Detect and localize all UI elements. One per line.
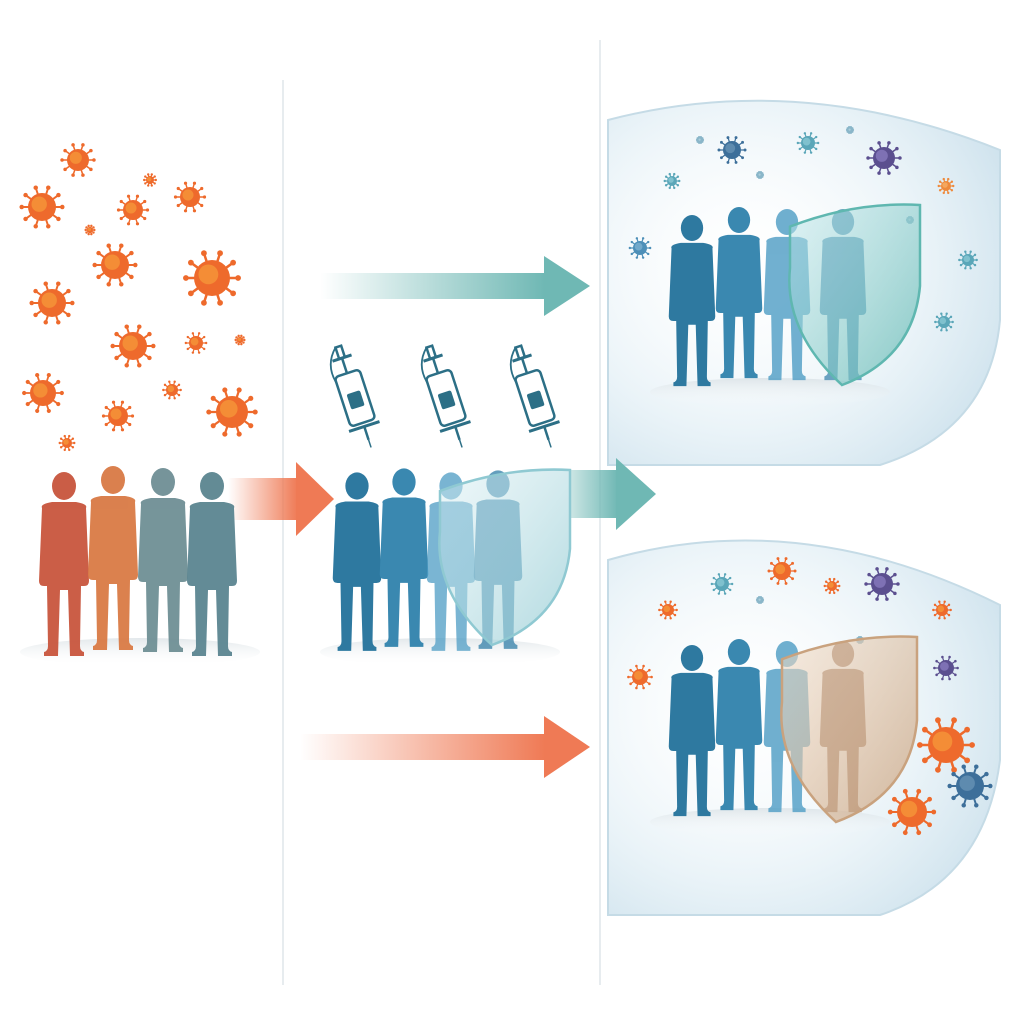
syringe-icon [509,344,560,448]
arrow-to-waning [300,716,590,778]
virus-icon [143,173,157,187]
arrow-to-protected [320,256,590,316]
virus-icon [84,224,96,236]
virus-icon [823,577,841,595]
virus-icon [887,788,937,836]
person-figure [39,472,89,656]
virus-icon [116,194,150,226]
person-figure [668,214,716,387]
virus-icon [628,237,652,259]
virus-icon [60,143,96,177]
person-figure [187,472,237,656]
syringe-group [329,344,560,448]
virus-icon [101,400,135,432]
virus-icon [845,126,855,134]
shield-icon [438,468,572,647]
virus-icon [184,332,208,354]
virus-icon [22,372,64,414]
floor-shadow-2 [320,638,560,666]
virus-icon [932,600,952,620]
virus-icon [864,567,900,601]
virus-icon [695,136,705,144]
virus-icon [796,132,820,154]
syringe-icon [420,344,471,448]
virus-icon [933,655,959,681]
syringe-icon [329,344,380,448]
shield-icon [788,203,922,387]
virus-icon [110,324,156,368]
virus-icon [947,764,993,808]
virus-icon [710,573,734,595]
arrow-vaccinated-to-outcomes [570,458,656,530]
person-figure [332,472,382,651]
virus-icon [19,185,65,229]
virus-icon [627,664,653,690]
virus-icon [92,243,138,287]
person-figure [138,468,188,652]
virus-icon [173,181,207,213]
person-figure [379,468,429,647]
virus-icon [206,387,258,437]
virus-icon [755,596,765,604]
virus-icon [58,434,76,452]
virus-icon [663,172,681,190]
shield-icon [780,635,919,824]
person-figure [88,466,138,650]
virus-icon [755,171,765,179]
virus-icon [958,250,978,270]
virus-icon [658,600,678,620]
virus-icon [934,312,954,332]
virus-icon [29,281,75,325]
virus-icon [866,141,902,175]
virus-icon [917,717,975,773]
person-figure [668,644,716,817]
arrow-exposure-to-vaccination [228,462,334,536]
person-figure [715,206,763,379]
virus-icon [767,557,797,585]
virus-icon [162,380,182,400]
person-figure [715,638,763,811]
virus-icon [937,177,955,195]
virus-icon [234,334,246,346]
virus-icon [717,136,747,164]
virus-icon [183,250,241,306]
shield-group [438,203,922,824]
virus-group [19,126,993,836]
